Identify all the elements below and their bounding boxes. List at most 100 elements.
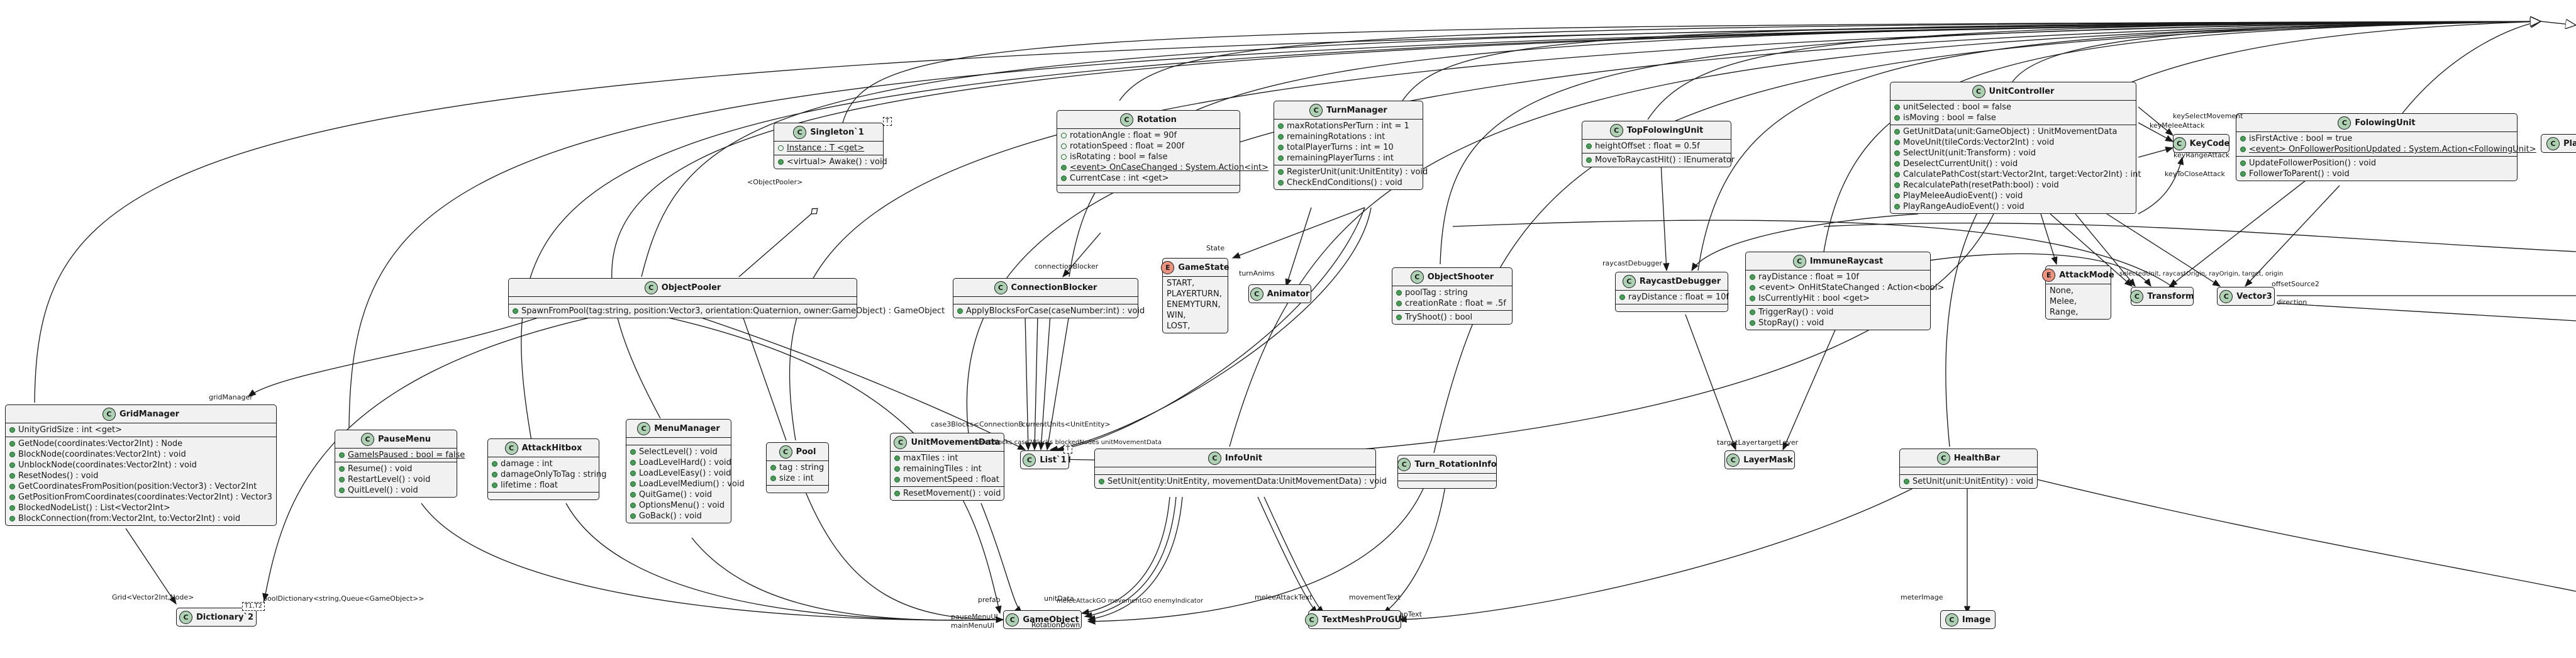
- field: rotationAngle : float = 90f: [1070, 131, 1177, 140]
- method: UpdateFollowerPosition() : void: [2249, 159, 2377, 168]
- methods-section: <virtual> Awake() : void: [774, 155, 887, 169]
- method: ApplyBlocksForCase(caseNumber:int) : voi…: [966, 306, 1145, 316]
- edge-pool-gameobject: [804, 490, 1004, 623]
- public-visibility-icon: [1750, 285, 1755, 291]
- field: size : int: [779, 474, 814, 483]
- public-visibility-icon: [339, 452, 345, 458]
- class-name: TurnManager: [1326, 106, 1387, 115]
- public-visibility-icon: [1894, 115, 1900, 121]
- edge-unitcontroller-keycode1: [2138, 106, 2174, 136]
- public-visibility-icon: [1904, 479, 1909, 484]
- class-name: LayerMask: [1743, 455, 1793, 465]
- method: GetCoordinatesFromPosition(position:Vect…: [18, 482, 257, 491]
- field: unitSelected : bool = false: [1903, 103, 2012, 112]
- method: SetUnit(unit:UnitEntity) : void: [1913, 477, 2034, 486]
- methods-section: MoveToRaycastHit() : IEnumerator: [1582, 153, 1735, 167]
- methods-section: Resume() : void RestartLevel() : void Qu…: [335, 462, 457, 497]
- label-unitentity: currentUnits<UnitEntity>: [1022, 420, 1111, 428]
- public-visibility-icon: [1894, 140, 1900, 145]
- public-visibility-icon: [492, 482, 497, 488]
- edge-followingbase: [2540, 21, 2576, 25]
- public-visibility-icon: [9, 516, 15, 521]
- label-connectionblocker: connectionBlocker: [1035, 262, 1099, 270]
- enum-icon: E: [2042, 269, 2056, 282]
- public-visibility-icon: [492, 472, 497, 477]
- edge-healthbar-textmesh: [1398, 485, 1919, 623]
- class-icon: C: [2172, 137, 2186, 150]
- class-icon: C: [1936, 452, 1950, 465]
- field: isRotating : bool = false: [1070, 152, 1168, 162]
- fields-section: GameIsPaused : bool = false: [335, 448, 465, 462]
- public-visibility-icon: [9, 441, 15, 447]
- method: Resume() : void: [348, 464, 413, 474]
- class-icon: C: [2130, 290, 2144, 303]
- public-visibility-icon: [1396, 315, 1402, 320]
- public-visibility-icon: [1619, 294, 1625, 300]
- edge-unitmovement-base: [966, 21, 2541, 435]
- fields-section: maxRotationsPerTurn : int = 1 remainingR…: [1274, 119, 1423, 165]
- public-visibility-icon: [9, 473, 15, 479]
- edge-immune-layermask: [1782, 326, 1837, 451]
- fields-section: rayDistance : float = 10f <event> OnHitS…: [1746, 270, 1944, 305]
- label-movementtext: movementText: [1349, 593, 1401, 601]
- label-grid-dictionary: Grid<Vector2Int,Node>: [112, 593, 194, 601]
- method: UnblockNode(coordinates:Vector2Int) : vo…: [18, 460, 197, 470]
- class-icon: C: [2546, 137, 2560, 150]
- public-visibility-icon: [339, 466, 345, 472]
- field: maxTiles : int: [903, 454, 958, 463]
- fields-section: [626, 437, 731, 445]
- field: rotationSpeed : float = 200f: [1070, 142, 1185, 151]
- public-visibility-icon: [1894, 104, 1900, 110]
- class-icon: C: [1622, 275, 1636, 288]
- fields-section: UnityGridSize : int <get>: [6, 423, 276, 437]
- method: GoBack() : void: [639, 511, 702, 521]
- public-visibility-icon: [1894, 193, 1900, 199]
- class-icon: C: [102, 408, 116, 421]
- class-placeholder-cut[interactable]: CPlac: [2541, 134, 2576, 153]
- class-icon: C: [1972, 85, 1985, 98]
- methods-section: SpawnFromPool(tag:string, position:Vecto…: [509, 304, 945, 318]
- public-visibility-icon: [1278, 123, 1284, 129]
- edge-infounit-textmesh1: [1257, 496, 1318, 614]
- edge-objectpooler-dictionary: [262, 314, 604, 602]
- class-icon: C: [1305, 613, 1319, 627]
- label-gridmanager: gridManager: [209, 393, 253, 401]
- class-name: Rotation: [1137, 115, 1177, 125]
- class-name: KeyCode: [2189, 139, 2230, 148]
- label-keytocloseattack: keyToCloseAttack: [2165, 170, 2225, 178]
- methods-section: TriggerRay() : void StopRay() : void: [1746, 305, 1930, 330]
- class-icon: C: [1208, 452, 1221, 465]
